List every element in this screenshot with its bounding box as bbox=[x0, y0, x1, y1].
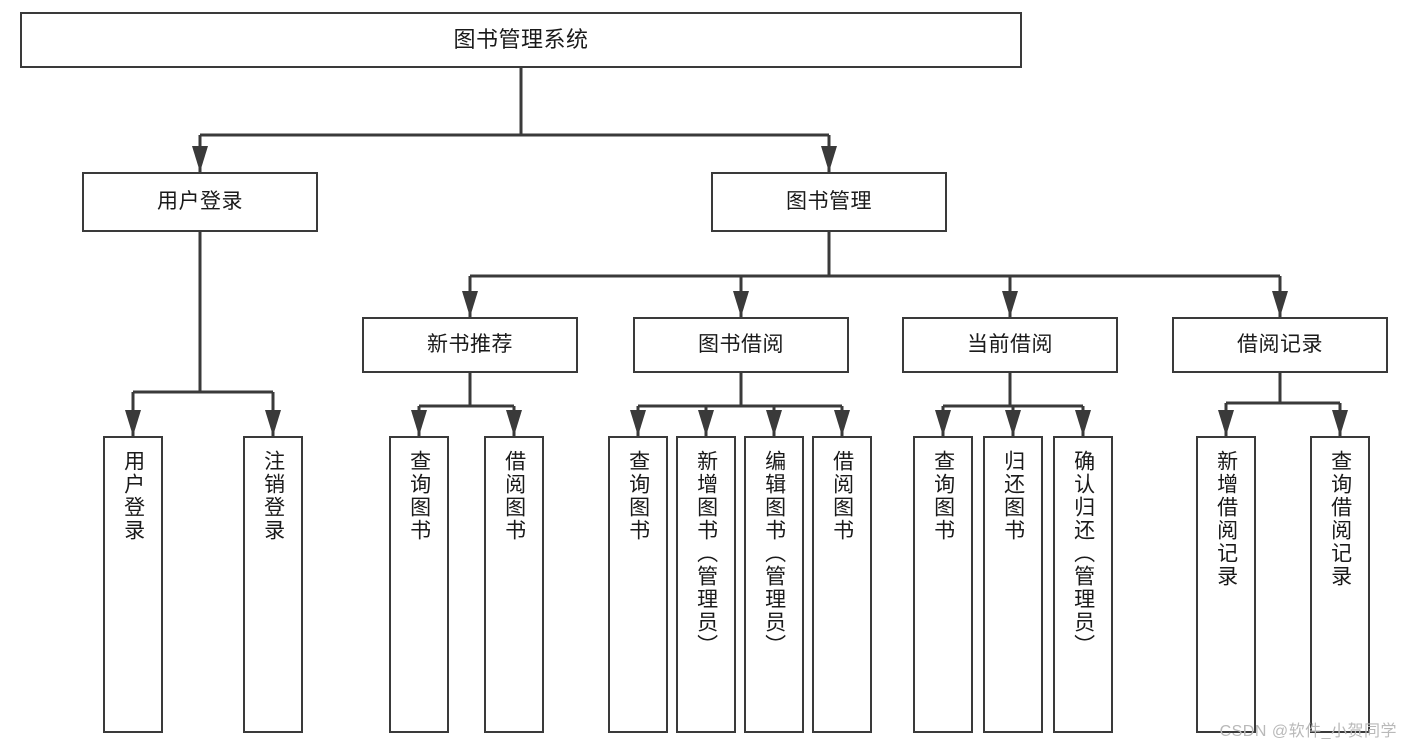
node-new-book-rec[interactable]: 新书推荐 bbox=[362, 317, 578, 373]
connector-arrowhead bbox=[766, 410, 782, 436]
node-root[interactable]: 图书管理系统 bbox=[20, 12, 1022, 68]
node-label: 确认归还（管理员） bbox=[1071, 450, 1095, 657]
node-leaf-query-book-current[interactable]: 查询图书 bbox=[913, 436, 973, 733]
node-leaf-borrow-book[interactable]: 借阅图书 bbox=[812, 436, 872, 733]
node-leaf-query-record[interactable]: 查询借阅记录 bbox=[1310, 436, 1370, 733]
node-book-manage[interactable]: 图书管理 bbox=[711, 172, 947, 232]
connector-arrowhead bbox=[630, 410, 646, 436]
node-label: 图书管理系统 bbox=[453, 27, 589, 53]
connector-arrowhead bbox=[1272, 291, 1288, 317]
node-current-borrow[interactable]: 当前借阅 bbox=[902, 317, 1118, 373]
node-label: 查询借阅记录 bbox=[1328, 450, 1352, 588]
connector-arrowhead bbox=[834, 410, 850, 436]
connector-arrowhead bbox=[935, 410, 951, 436]
connector-arrowhead bbox=[192, 146, 208, 172]
connector-arrowhead bbox=[1005, 410, 1021, 436]
connector-arrowhead bbox=[1002, 291, 1018, 317]
node-leaf-logout[interactable]: 注销登录 bbox=[243, 436, 303, 733]
connector-arrowhead bbox=[698, 410, 714, 436]
connector-arrowhead bbox=[1218, 410, 1234, 436]
node-label: 查询图书 bbox=[626, 450, 650, 542]
node-label: 查询图书 bbox=[407, 450, 431, 542]
node-leaf-query-book-borrow[interactable]: 查询图书 bbox=[608, 436, 668, 733]
node-borrow-record[interactable]: 借阅记录 bbox=[1172, 317, 1388, 373]
watermark-label: CSDN @软件_小贺同学 bbox=[1219, 723, 1397, 740]
node-label: 图书借阅 bbox=[698, 332, 784, 356]
node-user-login[interactable]: 用户登录 bbox=[82, 172, 318, 232]
connector-arrowhead bbox=[125, 410, 141, 436]
node-leaf-return-book[interactable]: 归还图书 bbox=[983, 436, 1043, 733]
connector-arrowhead bbox=[821, 146, 837, 172]
node-leaf-borrow-book-rec[interactable]: 借阅图书 bbox=[484, 436, 544, 733]
node-book-borrow[interactable]: 图书借阅 bbox=[633, 317, 849, 373]
node-label: 用户登录 bbox=[121, 450, 145, 542]
connector-arrowhead bbox=[733, 291, 749, 317]
connector-arrowhead bbox=[411, 410, 427, 436]
node-label: 新增图书（管理员） bbox=[694, 450, 718, 657]
node-label: 归还图书 bbox=[1001, 450, 1025, 542]
node-label: 当前借阅 bbox=[967, 332, 1053, 356]
node-label: 注销登录 bbox=[261, 450, 285, 542]
node-label: 借阅图书 bbox=[830, 450, 854, 542]
connector-arrowhead bbox=[1332, 410, 1348, 436]
connector-arrowhead bbox=[506, 410, 522, 436]
node-leaf-add-book[interactable]: 新增图书（管理员） bbox=[676, 436, 736, 733]
node-label: 查询图书 bbox=[931, 450, 955, 542]
node-label: 新书推荐 bbox=[427, 332, 513, 356]
node-label: 编辑图书（管理员） bbox=[762, 450, 786, 657]
node-leaf-user-login[interactable]: 用户登录 bbox=[103, 436, 163, 733]
node-leaf-add-record[interactable]: 新增借阅记录 bbox=[1196, 436, 1256, 733]
node-label: 新增借阅记录 bbox=[1214, 450, 1238, 588]
node-leaf-query-book-rec[interactable]: 查询图书 bbox=[389, 436, 449, 733]
connector-arrowhead bbox=[265, 410, 281, 436]
node-leaf-confirm-return[interactable]: 确认归还（管理员） bbox=[1053, 436, 1113, 733]
node-leaf-edit-book[interactable]: 编辑图书（管理员） bbox=[744, 436, 804, 733]
node-label: 用户登录 bbox=[157, 189, 243, 213]
node-label: 借阅图书 bbox=[502, 450, 526, 542]
connector-arrowhead bbox=[462, 291, 478, 317]
node-label: 图书管理 bbox=[786, 189, 872, 213]
connector-arrowhead bbox=[1075, 410, 1091, 436]
node-label: 借阅记录 bbox=[1237, 332, 1323, 356]
